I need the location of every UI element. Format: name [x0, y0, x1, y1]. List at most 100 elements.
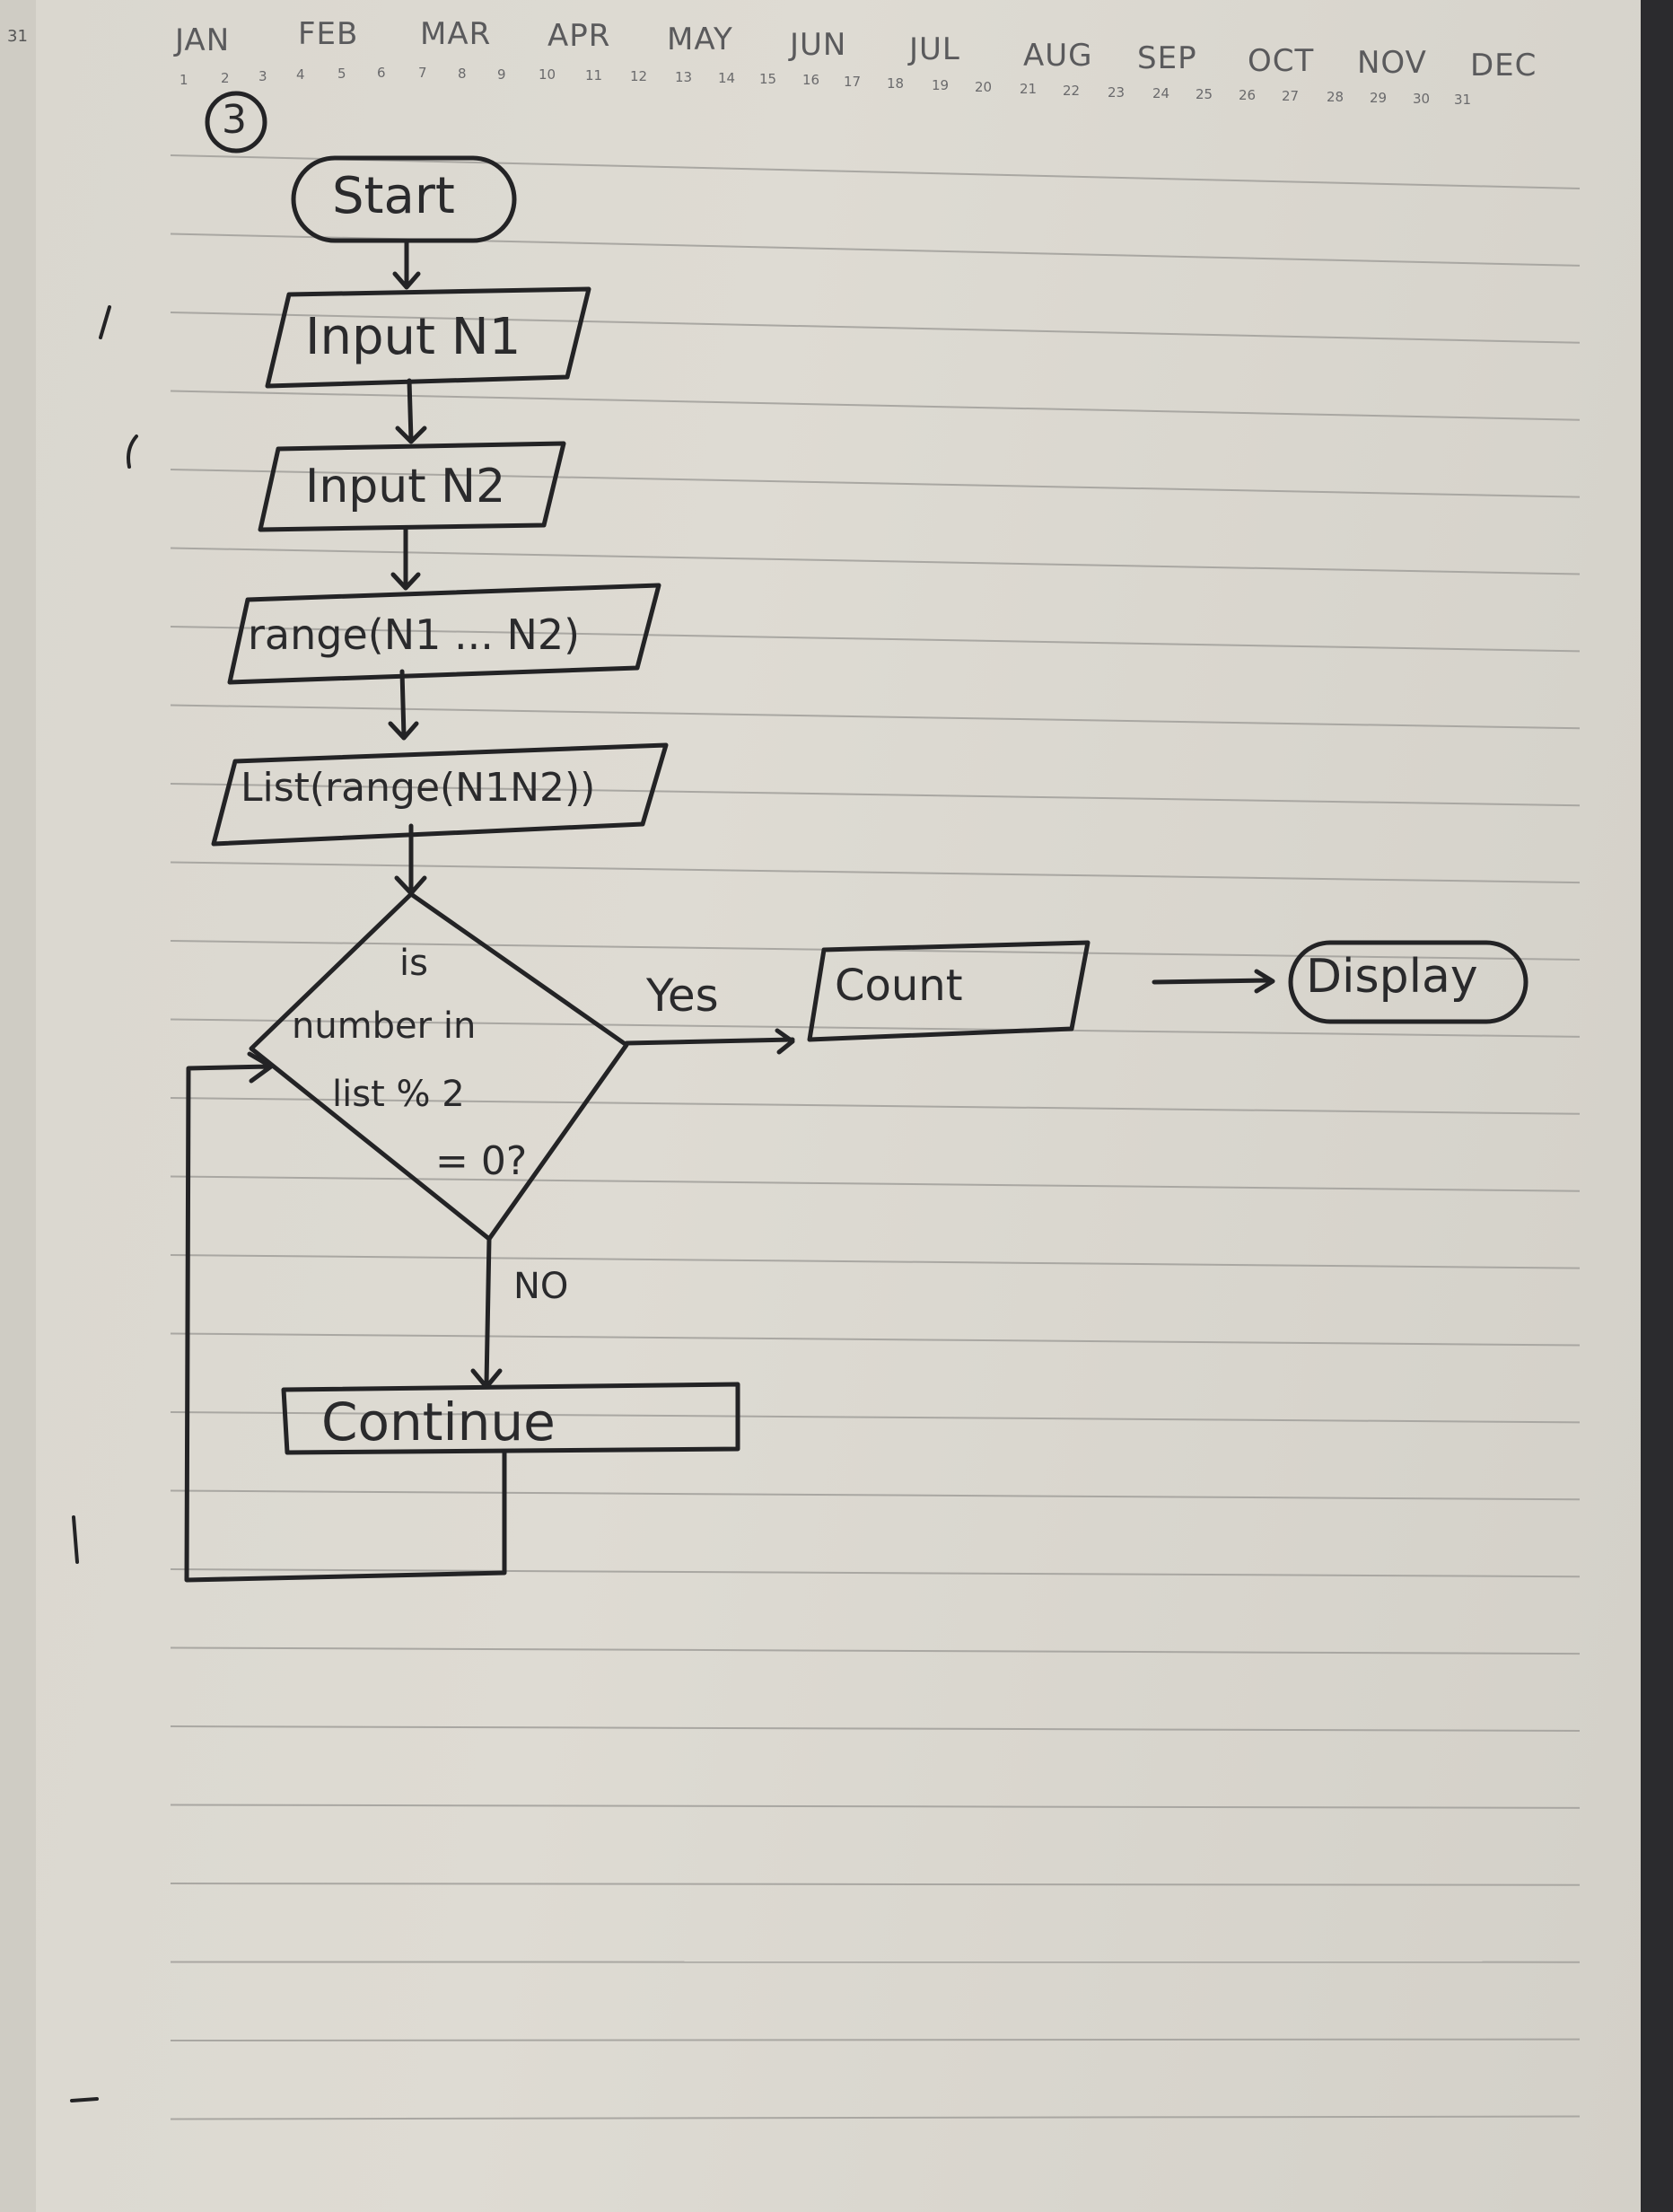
day-label: 3	[258, 68, 267, 84]
ruled-line	[170, 2038, 1581, 2041]
day-label: 1	[180, 72, 188, 88]
ruled-line	[170, 626, 1581, 653]
day-label: 24	[1152, 85, 1170, 101]
ruled-line	[170, 1175, 1581, 1192]
day-label: 16	[802, 72, 820, 88]
margin-number: 31	[7, 27, 28, 46]
month-label: JAN	[175, 22, 231, 58]
start-label: Start	[332, 167, 455, 225]
day-label: 15	[759, 71, 777, 87]
start-terminator	[291, 155, 517, 243]
day-label: 2	[221, 70, 230, 86]
day-label: 29	[1370, 90, 1388, 106]
yes-label: Yes	[646, 970, 719, 1022]
ruled-line	[170, 1411, 1581, 1424]
input-n2-label: Input N2	[305, 460, 506, 514]
month-label: OCT	[1248, 43, 1315, 79]
page-number-circle	[205, 91, 267, 154]
flowchart-drawing	[184, 91, 1528, 1583]
continue-label: Continue	[321, 1391, 556, 1453]
month-label: SEP	[1137, 40, 1197, 76]
day-label: 17	[844, 74, 862, 90]
day-label: 5	[337, 66, 346, 82]
month-header: JAN FEB MAR APR MAY JUN JUL AUG SEP OCT …	[36, 0, 1651, 2212]
count-label: Count	[835, 961, 963, 1011]
no-label: NO	[513, 1266, 569, 1307]
ruled-line	[170, 1097, 1581, 1115]
day-label: 19	[932, 77, 950, 93]
ruled-line	[170, 2115, 1581, 2120]
ruled-line	[170, 704, 1581, 730]
day-label: 20	[975, 79, 993, 95]
month-label: DEC	[1470, 48, 1537, 83]
decision-line-4: = 0?	[435, 1138, 528, 1184]
input-n1-label: Input N1	[305, 308, 521, 366]
day-label: 21	[1020, 81, 1038, 97]
day-label: 7	[418, 65, 427, 81]
month-label: NOV	[1357, 45, 1427, 81]
day-label: 31	[1454, 92, 1472, 108]
ruled-line	[170, 861, 1581, 884]
ruled-line	[170, 154, 1581, 189]
month-label: MAY	[667, 22, 733, 57]
range-box	[227, 583, 661, 685]
page-number: 3	[222, 97, 247, 143]
ruled-line	[170, 1883, 1581, 1886]
range-label: range(N1 ... N2)	[248, 610, 581, 659]
arrow-input2-to-range	[390, 525, 421, 591]
margin-marks	[70, 305, 138, 2102]
month-label: MAR	[420, 16, 492, 52]
month-label: JUN	[790, 27, 847, 63]
day-label: 14	[718, 70, 736, 86]
arrow-range-to-list	[388, 669, 419, 741]
day-label: 26	[1239, 87, 1257, 103]
day-label: 28	[1327, 89, 1345, 105]
month-label: APR	[547, 18, 611, 54]
arrow-start-to-input1	[392, 238, 421, 290]
ruled-line	[170, 1646, 1581, 1655]
ruled-line	[170, 1725, 1581, 1732]
decision-line-1: is	[399, 943, 428, 984]
display-terminator	[1288, 940, 1528, 1024]
day-label: 30	[1413, 91, 1431, 107]
day-label: 18	[887, 75, 905, 92]
ruled-line	[170, 1018, 1581, 1038]
list-box	[211, 742, 669, 847]
arrow-count-to-display	[1152, 969, 1275, 994]
day-label: 25	[1196, 86, 1213, 102]
ruled-line	[170, 1332, 1581, 1347]
arrow-yes-to-count	[624, 1028, 795, 1055]
ruled-line	[170, 783, 1581, 807]
ruled-line	[170, 1804, 1581, 1809]
month-label: AUG	[1023, 38, 1093, 74]
day-label: 11	[585, 67, 603, 83]
display-label: Display	[1306, 950, 1478, 1004]
input-n2-box	[258, 441, 566, 532]
day-label: 27	[1282, 88, 1300, 104]
notebook-binding-edge	[1641, 0, 1673, 2212]
month-label: FEB	[298, 16, 359, 52]
ruled-line	[170, 469, 1581, 498]
ruled-line	[170, 312, 1581, 344]
day-label: 8	[458, 66, 467, 82]
notebook-page: JAN FEB MAR APR MAY JUN JUL AUG SEP OCT …	[36, 0, 1651, 2212]
decision-line-3: list % 2	[332, 1074, 465, 1115]
day-header: 1 2 3 4 5 6 7 8 9 10 11 12 13 14 15 16 1…	[36, 0, 1651, 2212]
day-label: 23	[1108, 84, 1126, 101]
previous-page-edge: 31	[0, 0, 38, 2212]
day-label: 13	[675, 69, 693, 85]
list-label: List(range(N1N2))	[241, 765, 596, 811]
decision-line-2: number in	[292, 1005, 477, 1047]
day-label: 10	[539, 66, 556, 83]
month-label: JUL	[909, 31, 960, 67]
day-label: 9	[497, 66, 506, 83]
loop-back-line	[184, 1051, 507, 1583]
ruled-line	[170, 390, 1581, 421]
ruled-line	[170, 1254, 1581, 1269]
input-n1-box	[265, 286, 591, 389]
count-box	[807, 940, 1091, 1042]
day-label: 12	[630, 68, 648, 84]
ruled-line	[170, 1568, 1581, 1578]
continue-box	[281, 1382, 740, 1455]
arrow-input1-to-input2	[395, 378, 427, 444]
